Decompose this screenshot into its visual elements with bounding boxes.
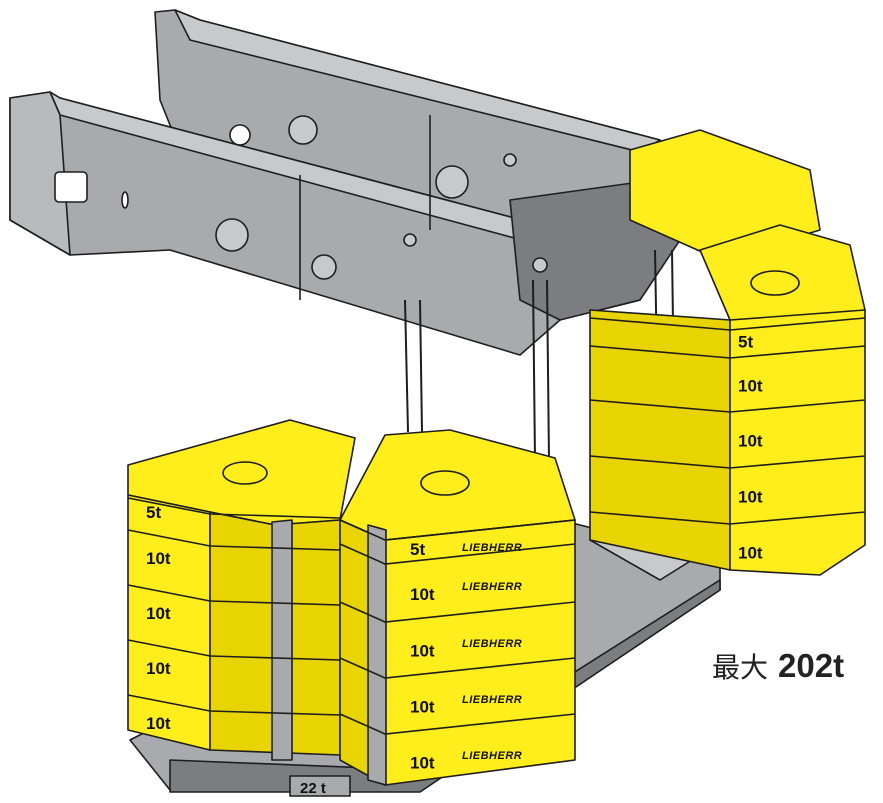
frame-hole-4 — [288, 115, 318, 145]
front-right-brand-mark: LIEBHERR — [462, 581, 522, 593]
front-left-slab-weight-label: 5t — [146, 503, 161, 522]
front-right-slab-divider — [339, 519, 576, 541]
front-left-slab-divider — [127, 694, 341, 716]
rear-slab-divider — [589, 345, 866, 359]
caption-prefix: 最大 — [712, 651, 769, 684]
front-right-slab-divider — [339, 601, 576, 623]
rear-stack-left-body — [589, 309, 731, 571]
frame-hole-5 — [311, 254, 337, 280]
rear-slab-weight-label: 10t — [738, 377, 763, 396]
front-left-slab-divider — [127, 529, 341, 551]
rear-stack-lift-eye — [750, 270, 800, 296]
front-right-slab-weight-label: 5t — [410, 540, 425, 559]
front-right-slab-weight-label: 10t — [410, 698, 435, 717]
front-left-slab-weight-label: 10t — [146, 714, 171, 733]
rear-slab-divider — [589, 317, 866, 331]
front-left-slab-divider — [127, 584, 341, 606]
rear-stack-slab-labels: 5t 10t 10t 10t 10t — [589, 317, 866, 563]
frame-hole-3 — [229, 124, 251, 146]
front-left-slab-weight-label: 10t — [146, 659, 171, 678]
front-right-brand-mark: LIEBHERR — [462, 638, 522, 650]
front-left-slab-weight-label: 10t — [146, 549, 171, 568]
frame-window — [54, 171, 88, 203]
front-left-strap — [271, 519, 293, 761]
frame-pin-3 — [532, 257, 548, 273]
rear-slab-divider — [589, 455, 866, 469]
front-right-lift-eye — [420, 470, 470, 496]
front-right-slab-weight-label: 10t — [410, 754, 435, 773]
frame-slot — [121, 191, 129, 209]
rear-slab-weight-label: 10t — [738, 488, 763, 507]
base-weight-label: 22 t — [300, 780, 326, 797]
front-left-slab-labels: 5t 10t 10t 10t 10t — [127, 497, 341, 733]
frame-hole-2 — [435, 165, 469, 199]
rear-slab-weight-label: 5t — [738, 332, 753, 351]
front-left-slab-divider — [127, 639, 341, 661]
base-label-plate — [289, 775, 351, 797]
front-right-slab-weight-label: 10t — [410, 585, 435, 604]
frame-pin-2 — [403, 233, 417, 247]
front-right-strap — [367, 524, 387, 786]
max-weight-caption: 最大 202t — [712, 646, 844, 686]
rear-slab-divider — [589, 399, 866, 413]
front-left-slab-divider — [127, 497, 341, 519]
front-right-brand-mark: LIEBHERR — [462, 694, 522, 706]
front-right-slab-weight-label: 10t — [410, 642, 435, 661]
front-left-lift-eye — [222, 461, 268, 485]
front-right-slab-divider — [339, 543, 576, 565]
rear-counterweight-stack — [589, 129, 866, 576]
front-right-counterweight-stack — [339, 429, 576, 786]
rear-slab-divider — [589, 511, 866, 525]
rear-stack-right-body — [729, 309, 866, 576]
front-left-counterweight-stack — [127, 419, 356, 761]
front-right-brand-mark: LIEBHERR — [462, 750, 522, 762]
frame-pin-1 — [503, 153, 517, 167]
rear-slab-weight-label: 10t — [738, 544, 763, 563]
frame-hole-1 — [215, 218, 249, 252]
front-left-slab-weight-label: 10t — [146, 604, 171, 623]
rear-slab-weight-label: 10t — [738, 432, 763, 451]
caption-value: 202t — [778, 647, 845, 684]
front-right-slab-divider — [339, 713, 576, 735]
front-right-slab-divider — [339, 657, 576, 679]
steel-frame — [9, 9, 701, 356]
